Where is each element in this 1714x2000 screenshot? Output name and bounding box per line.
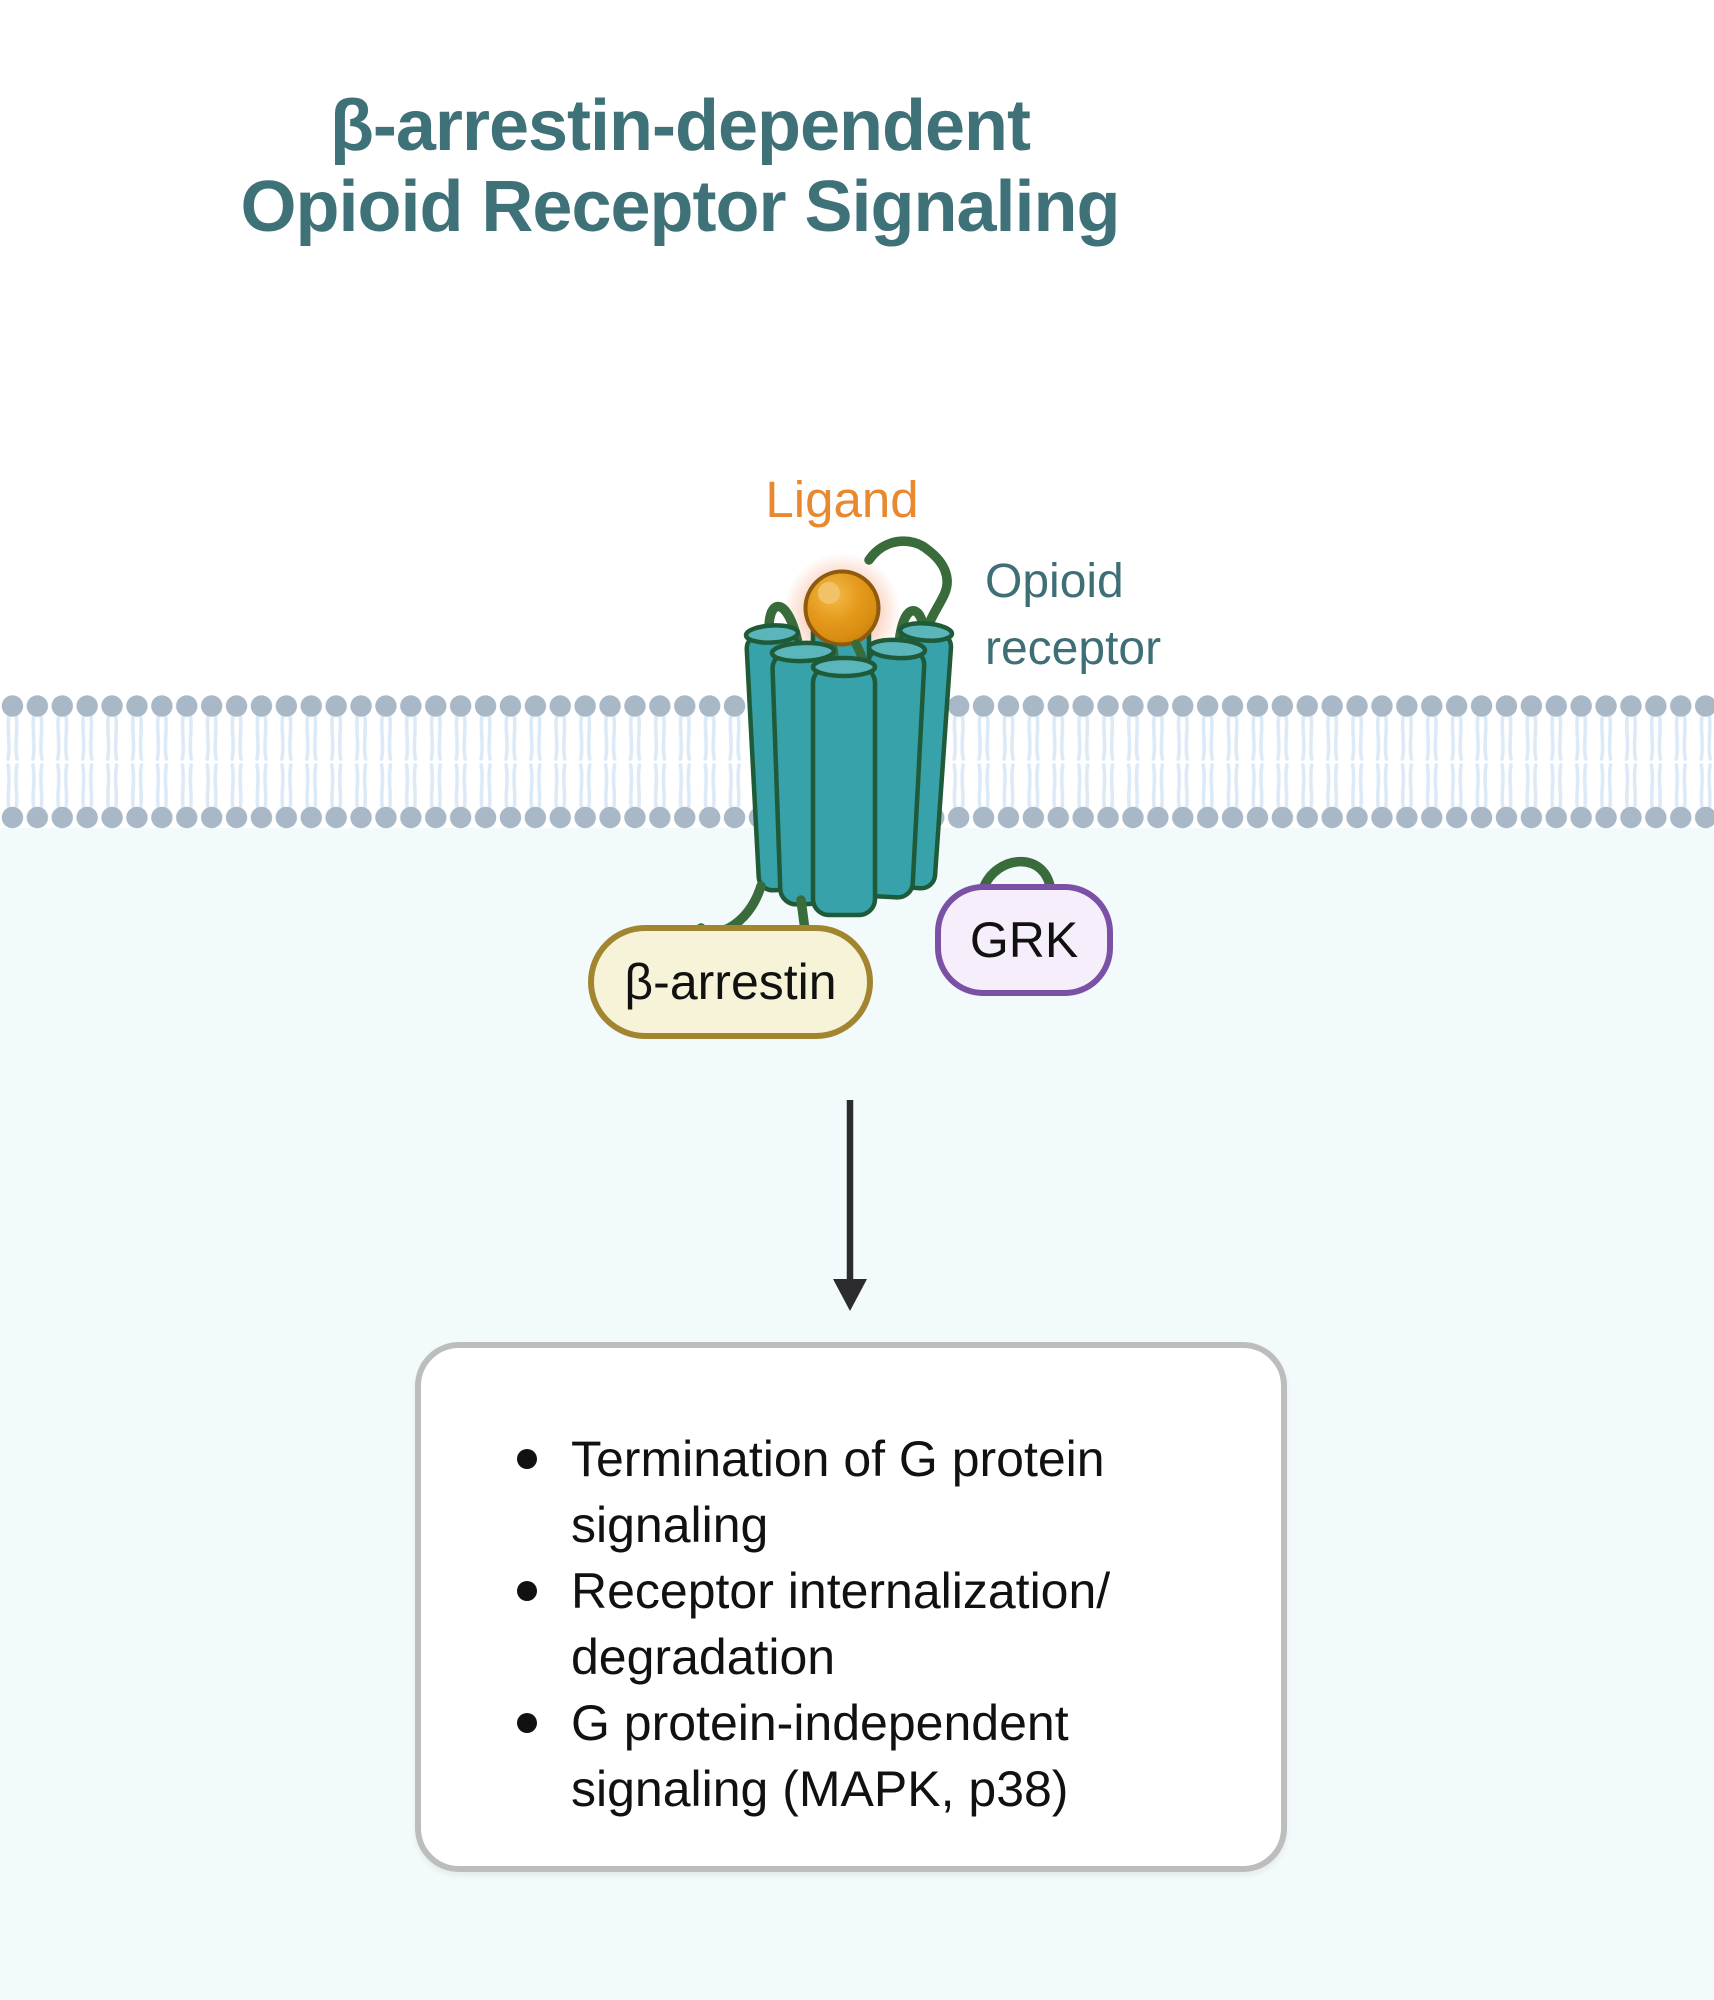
page-title: β-arrestin-dependent Opioid Receptor Sig…	[180, 86, 1180, 248]
bullet-dot	[517, 1449, 537, 1469]
cell-membrane	[0, 695, 1714, 829]
lipid-bilayer-pattern	[0, 695, 1714, 829]
bullet-dot	[517, 1581, 537, 1601]
outcome-line: signaling	[571, 1497, 769, 1553]
bullet-dot	[517, 1713, 537, 1733]
outcome-item: Receptor internalization/ degradation	[509, 1558, 1241, 1690]
beta-arrestin-label: β-arrestin	[624, 954, 837, 1010]
grk-label: GRK	[969, 912, 1079, 968]
ligand-ball	[803, 569, 881, 647]
ligand-label: Ligand	[765, 471, 919, 528]
outcome-line: Termination of G protein	[571, 1431, 1105, 1487]
grk-pill: GRK	[935, 884, 1113, 996]
outcomes-list: Termination of G protein signaling Recep…	[421, 1348, 1281, 1822]
opioid-receptor-label: Opioid receptor	[985, 555, 1162, 675]
outcome-line: degradation	[571, 1629, 836, 1685]
page-title-line1: β-arrestin-dependent	[329, 86, 1031, 166]
outcome-item: G protein-independent signaling (MAPK, p…	[509, 1690, 1241, 1822]
outcome-item: Termination of G protein signaling	[509, 1426, 1241, 1558]
outcomes-box: Termination of G protein signaling Recep…	[415, 1342, 1287, 1872]
ligand-binding-loops	[828, 639, 868, 673]
outcome-line: Receptor internalization/	[571, 1563, 1111, 1619]
beta-arrestin-pill: β-arrestin	[588, 925, 873, 1039]
page-title-line2: Opioid Receptor Signaling	[240, 167, 1120, 247]
outcome-line: G protein-independent	[571, 1695, 1069, 1751]
outcome-line: signaling (MAPK, p38)	[571, 1761, 1069, 1817]
extracellular-loops	[764, 536, 952, 653]
ligand-glow	[760, 530, 924, 694]
